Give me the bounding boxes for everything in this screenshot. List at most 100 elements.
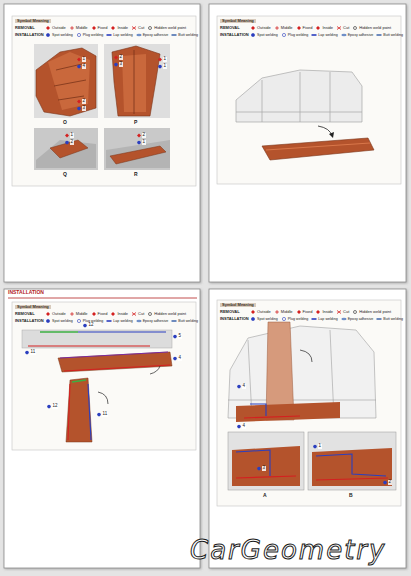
legend-heading: Symbol Meaning [220,19,256,23]
legend-symbol [147,26,153,30]
legend-item: Plug welding [76,319,104,323]
pillar-and-sill [236,322,340,422]
legend-item: Middle [274,310,293,314]
weld-symbol [257,467,261,471]
legend-text: Lap welding [113,319,132,323]
legend-text: Fixed [98,312,108,316]
legend-item: Hidden weld point [147,26,186,30]
legend-symbol [352,26,358,30]
callout-number: 1 [70,133,74,138]
legend-symbol [250,317,256,321]
callout-number: 2 [142,133,146,138]
legend-text: Cut [343,26,349,30]
legend-row: OutsideMiddleFixedInsideCutHidden weld p… [45,26,186,30]
legend-item: Cut [131,312,144,316]
legend-row: OutsideMiddleFixedInsideCutHidden weld p… [250,26,391,30]
legend-symbol [106,33,112,37]
detail-b [308,432,396,490]
legend-text: Butt welding [178,319,198,323]
legend-item: Cut [131,26,144,30]
legend-text: Lap welding [113,33,132,37]
legend-text: Epoxy adhesive [348,317,374,321]
legend-symbol [136,33,142,37]
legend-text: Hidden weld point [359,26,391,30]
legend-row-label: REMOVAL [220,310,240,314]
legend-row-label: INSTALLATION [15,319,44,323]
legend-text: Fixed [98,26,108,30]
legend-text: Hidden weld point [359,310,391,314]
legend-item: Hidden weld point [147,312,186,316]
legend-symbol [106,319,112,323]
legend-symbol [91,312,97,316]
legend-symbol [69,312,75,316]
legend-item: Cut [336,26,349,30]
legend-item: Spot welding [45,319,73,323]
legend-text: Middle [76,312,88,316]
legend-item: Plug welding [281,33,309,37]
legend-symbol [110,26,116,30]
legend-symbol [296,26,302,30]
callout-number: 2 [82,99,86,104]
body-side [236,70,362,122]
legend-item: Butt welding [376,317,403,321]
weld-symbol [83,324,87,328]
legend-symbol [281,317,287,321]
legend-text: Fixed [303,26,313,30]
removal-symbol [77,100,81,104]
legend-row-label: INSTALLATION [220,317,249,321]
removal-symbol [158,58,162,62]
legend-text: Epoxy adhesive [143,33,169,37]
legend-symbol [281,33,287,37]
weld-symbol [77,107,81,111]
b-pillar [66,378,108,442]
legend-symbol [274,310,280,314]
weld-symbol [25,351,29,355]
legend-item: Epoxy adhesive [341,33,374,37]
side-sill [262,126,374,160]
legend-symbol [336,26,342,30]
legend-item: Butt welding [171,319,198,323]
legend-item: Inside [315,310,333,314]
detail-a [228,432,304,490]
legend-item: Inside [315,26,333,30]
callout-number: 2 [119,55,123,60]
legend-text: Lap welding [318,33,337,37]
weld-symbol [383,481,387,485]
legend-item: Spot welding [250,33,278,37]
legend-item: Inside [110,26,128,30]
view-letter: O [63,120,67,126]
legend-text: Plug welding [83,33,104,37]
legend-symbol [171,33,177,37]
legend-symbol [76,319,82,323]
callout-number: 1 [163,64,167,69]
legend-symbol [341,317,347,321]
view-letter: R [134,172,138,178]
legend-item: Plug welding [76,33,104,37]
legend-item: Fixed [91,26,108,30]
legend-heading: Symbol Meaning [220,303,256,307]
weld-symbol [65,141,69,145]
legend-row: OutsideMiddleFixedInsideCutHidden weld p… [250,310,391,314]
legend-text: Spot welding [257,33,278,37]
legend-text: Spot welding [52,33,73,37]
legend-symbol [250,33,256,37]
legend-row: Spot weldingPlug welding Lap welding Epoxy… [250,33,403,37]
legend-row-label: INSTALLATION [220,33,249,37]
legend-symbol [45,312,51,316]
legend-symbol [110,312,116,316]
legend-text: Inside [322,310,333,314]
view-letter: B [349,493,353,499]
legend-text: Middle [281,26,293,30]
legend-text: Butt welding [383,317,403,321]
legend-text: Inside [117,312,128,316]
legend-item: Epoxy adhesive [136,319,169,323]
legend-symbol [250,26,256,30]
weld-symbol [237,385,241,389]
legend-text: Middle [76,26,88,30]
legend-item: Hidden weld point [352,26,391,30]
legend-heading: Symbol Meaning [15,305,51,309]
weld-symbol [237,425,241,429]
legend-symbol [171,319,177,323]
legend-row-label: REMOVAL [15,312,35,316]
callout-number: 1 [163,57,167,62]
